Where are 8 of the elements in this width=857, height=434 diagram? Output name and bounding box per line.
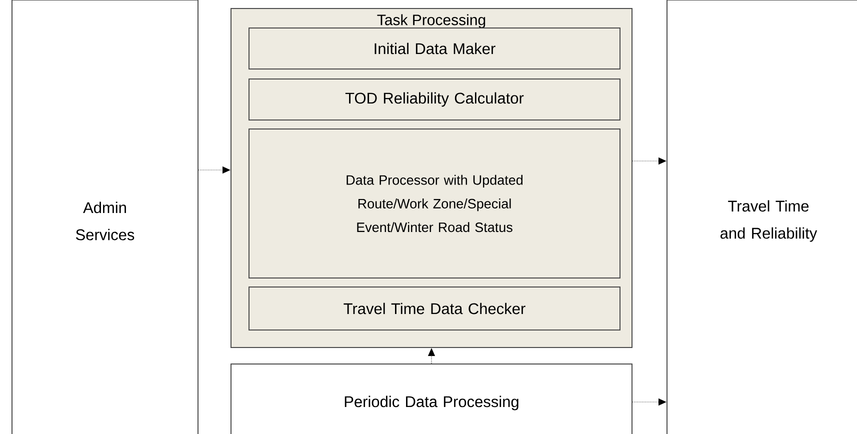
process-box: Data Processor with Updated Route/Work Zone/Special Event/Winter Road Status xyxy=(248,128,620,278)
output-box: Travel Time and Reliability xyxy=(666,0,857,434)
process-box: Periodic Data Processing xyxy=(230,364,632,434)
panel-title: Task Processing xyxy=(377,14,486,28)
service-box: Admin Services xyxy=(12,0,198,434)
process-box: Initial Data Maker xyxy=(248,28,620,70)
process-box: TOD Reliability Calculator xyxy=(248,78,620,120)
process-box: Travel Time Data Checker xyxy=(248,286,620,330)
